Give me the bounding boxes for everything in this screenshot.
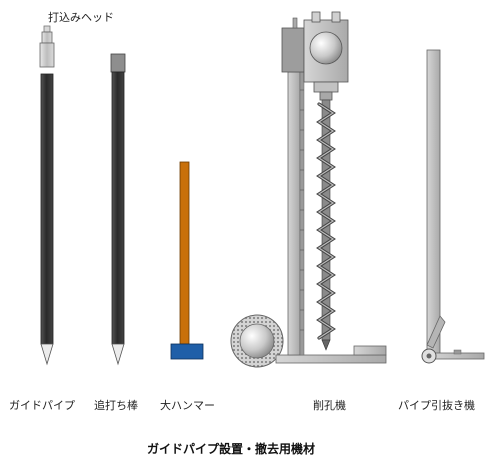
driving-head xyxy=(39,25,55,68)
pipe-puller xyxy=(421,49,485,364)
drilling-machine xyxy=(230,11,387,368)
hammer-label: 大ハンマー xyxy=(160,399,215,412)
puller-label: パイプ引抜き機 xyxy=(398,399,475,412)
guide-pipe-label: ガイドパイプ xyxy=(9,399,75,412)
guide-pipe xyxy=(40,73,54,366)
drill-label: 削孔機 xyxy=(313,399,346,412)
sledge-hammer xyxy=(170,161,204,360)
follow-rod xyxy=(110,53,126,366)
figure-caption: ガイドパイプ設置・撤去用機材 xyxy=(147,442,316,456)
head-label: 打込みヘッド xyxy=(48,11,114,24)
follow-rod-label: 追打ち棒 xyxy=(94,399,138,412)
